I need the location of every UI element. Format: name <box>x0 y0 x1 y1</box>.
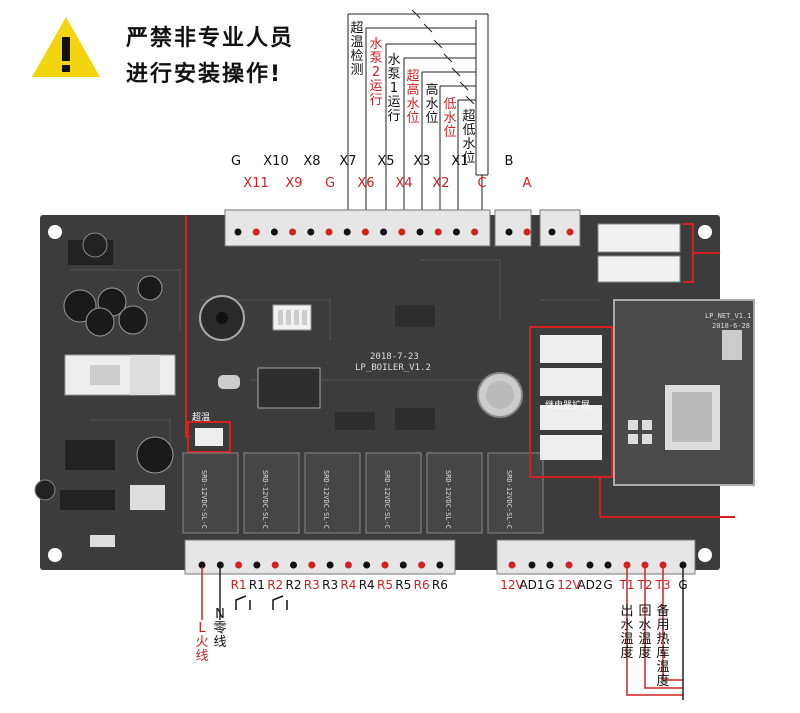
top-terminal-holes <box>234 228 574 236</box>
top-terminal-hole <box>361 228 369 236</box>
top-terminal-x11-0: X11 <box>243 176 269 191</box>
overheat-label: 超温 <box>192 413 211 423</box>
relay-terminal-r3-7: R3 <box>322 578 339 592</box>
live-wire-label: L火线 <box>195 621 209 664</box>
temp-label-1: 回水温度 <box>638 604 652 661</box>
top-terminal-x10-1: X10 <box>263 154 289 169</box>
top-terminal-x5-4: X5 <box>377 154 395 169</box>
top-terminal-hole <box>416 228 424 236</box>
sensor-terminal-t1-6: T1 <box>619 578 635 592</box>
sensor-terminal-12v-3: 12V <box>557 578 581 592</box>
warning-triangle-icon <box>32 17 100 77</box>
relay-terminal-r2-4: R2 <box>267 578 284 592</box>
temp-label-0: 出水温度 <box>620 604 634 661</box>
input-label-3: 超高水位 <box>406 69 420 126</box>
sensor-terminal-ad1-1: AD1 <box>519 578 545 592</box>
input-label-4: 高水位 <box>425 83 439 126</box>
top-terminal-hole <box>452 228 460 236</box>
top-switch-wires <box>347 9 489 215</box>
top-terminal-x2-5: X2 <box>432 176 450 191</box>
relay-model-label: SRD-12VDC-SL-C <box>261 470 269 530</box>
temp-label-2: 备用热库温度 <box>656 604 670 689</box>
top-terminal-g-0: G <box>230 154 242 169</box>
board-date: 2018-7-23 <box>370 352 419 362</box>
relay-terminal-r3-6: R3 <box>303 578 320 592</box>
relay-ext-label: 继电器扩展 <box>545 401 591 411</box>
sensor-terminal-g-9: G <box>678 578 688 592</box>
relay-terminal-r4-9: R4 <box>358 578 375 592</box>
relay-terminal-r6-13: R6 <box>431 578 448 592</box>
sensor-terminal-12v-0: 12V <box>500 578 524 592</box>
top-terminal-hole <box>234 228 242 236</box>
relay-model-label: SRD-12VDC-SL-C <box>505 470 513 530</box>
top-terminal-x3-5: X3 <box>413 154 431 169</box>
relay-terminal-r1-3: R1 <box>248 578 265 592</box>
net-board-date: 2018-6-28 <box>712 322 750 330</box>
top-terminal-hole <box>434 228 442 236</box>
top-terminal-x9-1: X9 <box>285 176 303 191</box>
warning-line-2: 进行安装操作! <box>126 62 283 87</box>
warning-line-1: 严禁非专业人员 <box>126 26 295 51</box>
input-label-0: 超温检测 <box>350 21 364 78</box>
relay-terminal-r5-11: R5 <box>395 578 412 592</box>
neutral-wire-label: N零线 <box>213 607 227 650</box>
relay-terminal-r4-8: R4 <box>340 578 357 592</box>
top-terminal-a-7: A <box>522 176 532 191</box>
relay-model-label: SRD-12VDC-SL-C <box>444 470 452 530</box>
top-terminal-x4-4: X4 <box>395 176 413 191</box>
relay-model-label: SRD-12VDC-SL-C <box>383 470 391 530</box>
top-terminal-hole <box>398 228 406 236</box>
sensor-terminal-t3-8: T3 <box>655 578 671 592</box>
top-terminal-hole <box>307 228 315 236</box>
top-terminal-x6-3: X6 <box>357 176 375 191</box>
board-model: LP_BOILER_V1.2 <box>355 363 431 373</box>
relay-terminal-r1-2: R1 <box>230 578 247 592</box>
top-terminal-hole <box>380 228 388 236</box>
input-label-1: 水泵2运行 <box>369 37 383 108</box>
relay-terminal-r2-5: R2 <box>285 578 302 592</box>
top-terminal-x7-3: X7 <box>339 154 357 169</box>
relay-model-label: SRD-12VDC-SL-C <box>200 470 208 530</box>
input-label-6: 超低水位 <box>462 109 476 166</box>
relays <box>182 452 544 534</box>
top-terminal-hole <box>471 228 479 236</box>
sensor-terminal-t2-7: T2 <box>637 578 653 592</box>
relay-terminal-r6-12: R6 <box>413 578 430 592</box>
top-terminal-hole <box>270 228 278 236</box>
sensor-terminal-ad2-4: AD2 <box>577 578 603 592</box>
input-label-5: 低水位 <box>443 97 457 140</box>
input-label-2: 水泵1运行 <box>387 53 401 124</box>
sensor-terminal-g-5: G <box>603 578 613 592</box>
top-terminal-hole <box>343 228 351 236</box>
top-terminal-x1-6: X1 <box>451 154 469 169</box>
top-terminal-c-6: C <box>477 176 487 191</box>
sensor-terminal-g-2: G <box>545 578 555 592</box>
top-terminal-b-7: B <box>504 154 514 169</box>
top-terminal-g-2: G <box>324 176 336 191</box>
top-terminal-x8-2: X8 <box>303 154 321 169</box>
top-terminal-hole <box>252 228 260 236</box>
top-terminal-hole <box>289 228 297 236</box>
relay-terminal-r5-10: R5 <box>377 578 393 592</box>
top-terminal-hole <box>325 228 333 236</box>
net-board-label: LP_NET_V1.1 <box>705 312 752 320</box>
relay-model-label: SRD-12VDC-SL-C <box>322 470 330 530</box>
